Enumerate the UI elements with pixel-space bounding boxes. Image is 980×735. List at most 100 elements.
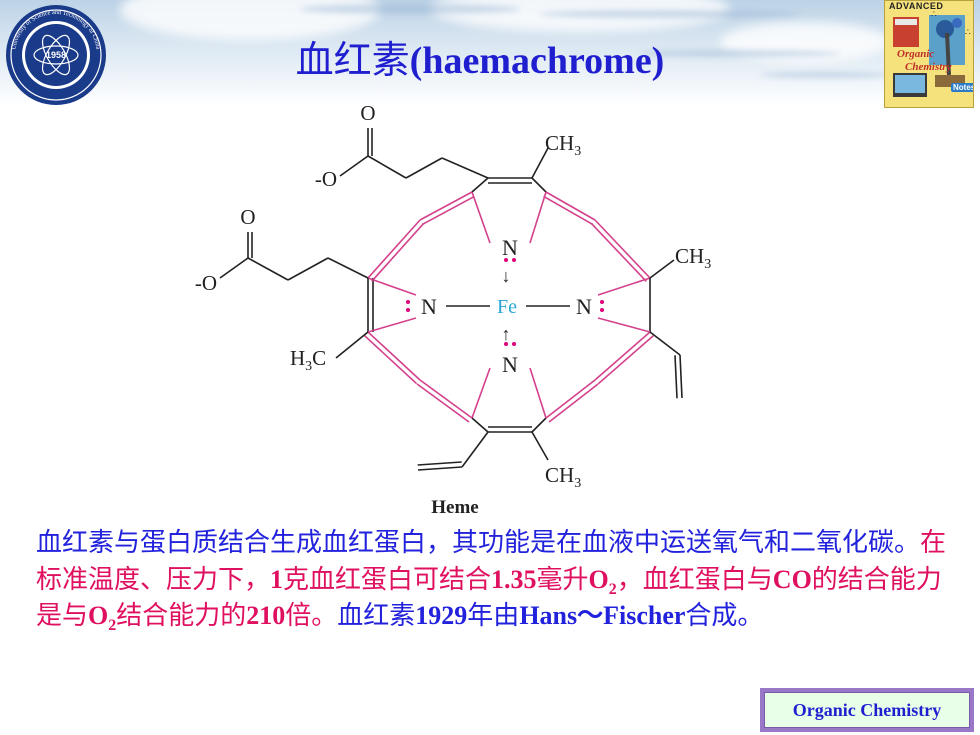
label-part: CH xyxy=(675,244,704,268)
university-logo: University of Science and Technology of … xyxy=(4,3,108,107)
bond-line xyxy=(597,277,651,296)
substituent-bonds xyxy=(219,128,683,471)
methyl-top-text: CH3 xyxy=(545,131,581,159)
nitrogen-left: N xyxy=(421,294,437,319)
bond-line xyxy=(287,257,329,281)
bond-line xyxy=(649,331,681,356)
bond-line xyxy=(367,155,407,179)
text-segment: 血红素与蛋白质结合生成血红蛋白，其功能是在血液中运送氧气和二氧化碳。 xyxy=(36,528,921,558)
bond-line xyxy=(649,259,675,279)
bond-line xyxy=(441,157,489,179)
nitrogen-top: N xyxy=(502,235,518,260)
bond-line xyxy=(405,157,443,179)
lone-pair-dot xyxy=(512,258,516,262)
nitrogen-right: N xyxy=(576,294,592,319)
iron-atom: Fe xyxy=(497,296,517,318)
text-segment: O xyxy=(588,564,609,594)
diagram-caption: Heme xyxy=(431,497,478,518)
bond-line xyxy=(545,379,596,419)
subscript: 2 xyxy=(608,580,617,598)
bond-line xyxy=(367,219,421,279)
methyl-top: CH3 xyxy=(545,131,581,159)
lone-pair-dot xyxy=(512,342,516,346)
bond-line xyxy=(679,354,683,399)
bond-line xyxy=(531,417,547,433)
bond-line xyxy=(590,222,647,282)
methyl-left: H3C xyxy=(290,346,326,374)
description-paragraph: 血红素与蛋白质结合生成血红蛋白，其功能是在血液中运送氧气和二氧化碳。在标准温度、… xyxy=(36,526,964,635)
text-segment: 210 xyxy=(246,601,286,630)
label-part: CH xyxy=(545,463,574,487)
bond-line xyxy=(531,431,549,461)
nitrogen-bottom: N xyxy=(502,352,518,377)
header-sky-background xyxy=(0,0,980,105)
bond-line xyxy=(247,257,289,281)
bond-line xyxy=(548,383,599,423)
footer-course-label: Organic Chemistry xyxy=(760,688,974,732)
label-subscript: 3 xyxy=(574,476,581,491)
bond-line xyxy=(529,367,547,419)
methyl-bottom: CH3 xyxy=(545,463,581,491)
badge-notes-label: Notes xyxy=(951,83,973,92)
carboxylate-oxygen-mid: -O xyxy=(195,271,217,295)
bond-line xyxy=(367,331,421,381)
bond-line xyxy=(471,191,491,244)
bond-line xyxy=(419,191,473,221)
lone-pair-dot xyxy=(406,300,410,304)
bond-line xyxy=(597,317,651,333)
bond-line xyxy=(531,177,547,193)
bond-line xyxy=(219,257,249,279)
carbonyl-oxygen-top: O xyxy=(360,101,375,125)
lone-pair-dot xyxy=(406,308,410,312)
title-english: (haemachrome) xyxy=(409,40,665,82)
heme-structure-svg: N N N N Fe ↓ ↑ CH3 CH3 H3C CH3 O -O O -O… xyxy=(195,101,711,518)
text-segment: 1 xyxy=(270,564,284,594)
seal-year: 1958 xyxy=(46,50,66,60)
bond-line xyxy=(416,383,470,423)
lone-pair-dot xyxy=(504,258,508,262)
bond-line xyxy=(594,219,651,279)
text-segment: 合成。 xyxy=(685,601,764,631)
porphyrin-ring-bonds xyxy=(364,177,654,433)
label-subscript: 3 xyxy=(704,257,711,272)
badge-organic-label: Organic xyxy=(897,48,935,60)
page-title: 血红素(haemachrome) xyxy=(0,38,960,83)
methyl-left-text: H3C xyxy=(290,346,326,374)
bond-line xyxy=(335,331,369,359)
text-segment: 1929 xyxy=(415,601,468,630)
carboxylate-oxygen-top: -O xyxy=(315,167,337,191)
bond-line xyxy=(417,466,463,471)
badge-advanced-label: ADVANCED xyxy=(889,1,944,11)
bond-line xyxy=(674,355,678,399)
coordinate-bond-arrow-up: ↑ xyxy=(502,324,511,344)
text-segment: 结合能力的 xyxy=(116,601,247,631)
bond-line xyxy=(471,177,489,193)
text-segment: 的结合能力是与 xyxy=(36,564,942,632)
methyl-right-text: CH3 xyxy=(675,244,711,272)
lone-pair-dot xyxy=(600,308,604,312)
text-segment: 年由 xyxy=(467,601,520,631)
bond-line xyxy=(417,461,462,466)
sky-streak xyxy=(760,72,890,78)
sky-streak xyxy=(300,4,520,14)
title-chinese: 血红素 xyxy=(295,38,410,82)
methyl-bottom-text: CH3 xyxy=(545,463,581,491)
subscript: 2 xyxy=(108,617,117,634)
text-segment: 克血红蛋白可结合 xyxy=(283,564,492,595)
advanced-organic-chemistry-notes-icon: ∴ ∴ xyxy=(893,10,971,97)
label-part: H xyxy=(290,346,305,370)
bond-line xyxy=(543,195,593,226)
bond-line xyxy=(371,222,425,282)
svg-text:∴: ∴ xyxy=(965,28,971,38)
text-segment: O xyxy=(88,601,109,630)
bond-line xyxy=(471,417,489,433)
sky-streak xyxy=(540,10,800,18)
label-subscript: 3 xyxy=(305,359,312,374)
bond-line xyxy=(531,147,549,179)
text-segment: 1.35 xyxy=(491,564,537,594)
heme-structure-diagram: N N N N Fe ↓ ↑ CH3 CH3 H3C CH3 O -O O -O… xyxy=(170,100,750,520)
bond-line xyxy=(545,191,596,221)
bond-line xyxy=(367,317,417,333)
label-subscript: 3 xyxy=(574,144,581,159)
svg-text:∴: ∴ xyxy=(931,10,937,20)
